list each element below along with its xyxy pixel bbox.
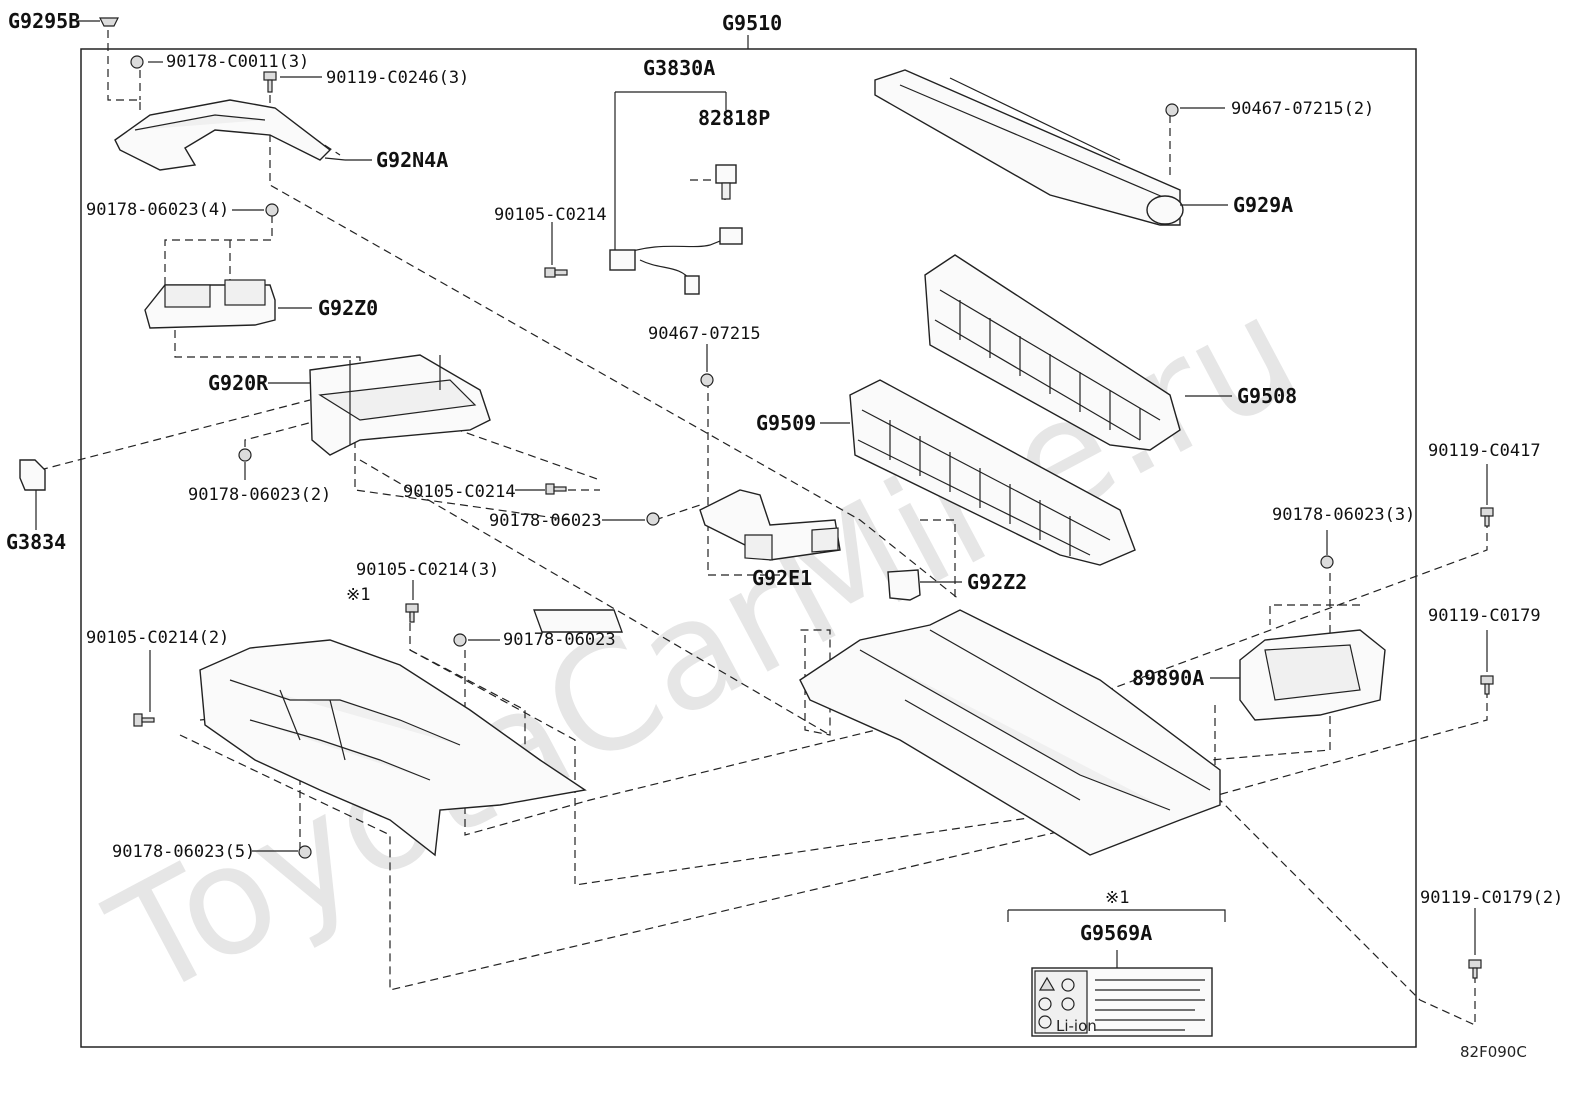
label-g920r: G920R bbox=[208, 371, 269, 395]
battery-module-g9508 bbox=[924, 254, 1181, 451]
caution-label-g9569a bbox=[1007, 909, 1226, 1037]
label-82818p: 82818P bbox=[698, 106, 770, 130]
nut-icon bbox=[453, 633, 467, 647]
label-90105-c0214-2: 90105-C0214(2) bbox=[86, 628, 229, 648]
junction-block-g92z0 bbox=[144, 279, 276, 329]
label-90178-06023-2: 90178-06023(2) bbox=[188, 485, 331, 505]
bracket-g920r bbox=[309, 354, 491, 456]
label-g929a: G929A bbox=[1233, 193, 1293, 217]
label-90178-06023-4: 90178-06023(4) bbox=[86, 200, 229, 220]
nut-icon bbox=[130, 55, 144, 69]
label-g9510: G9510 bbox=[722, 11, 782, 35]
label-90178-c0011-3: 90178-C0011(3) bbox=[166, 52, 309, 72]
label-90119-c0179: 90119-C0179 bbox=[1428, 606, 1541, 626]
leader-lines bbox=[148, 61, 1488, 955]
nut-icon bbox=[265, 203, 279, 217]
bolt-icon bbox=[1480, 675, 1494, 695]
nut-icon bbox=[646, 512, 660, 526]
bolt-icon bbox=[133, 713, 155, 727]
duct-g92e1 bbox=[699, 489, 841, 561]
callout-labels: G9295B G9510 90178-C0011(3) 90119-C0246(… bbox=[6, 9, 1563, 1061]
li-ion-badge: Li-ion bbox=[1056, 1017, 1097, 1035]
bolt-icon bbox=[405, 603, 419, 623]
label-90467-07215: 90467-07215 bbox=[648, 324, 761, 344]
label-g9295b: G9295B bbox=[8, 9, 80, 33]
battery-module-g9509 bbox=[849, 379, 1136, 566]
bolt-icon bbox=[1480, 507, 1494, 527]
label-90178-06023-3: 90178-06023(3) bbox=[1272, 505, 1415, 525]
connector-82818p bbox=[715, 164, 737, 200]
nut-icon bbox=[298, 845, 312, 859]
ecu-89890a bbox=[1239, 629, 1386, 721]
clip-g3834 bbox=[19, 459, 46, 530]
label-g9569a: G9569A bbox=[1080, 921, 1152, 945]
label-90178-06023-lower: 90178-06023 bbox=[503, 630, 616, 650]
duct-g92n4a bbox=[114, 99, 346, 171]
label-g3830a: G3830A bbox=[643, 56, 715, 80]
label-90178-06023-mid: 90178-06023 bbox=[489, 511, 602, 531]
wire-harness-g3830a bbox=[544, 91, 743, 295]
label-g92z2: G92Z2 bbox=[967, 570, 1027, 594]
diagram-code: 82F090C bbox=[1460, 1043, 1527, 1061]
nut-icon bbox=[1165, 103, 1179, 117]
label-g92n4a: G92N4A bbox=[376, 148, 448, 172]
label-g92z0: G92Z0 bbox=[318, 296, 378, 320]
label-g92e1: G92E1 bbox=[752, 566, 812, 590]
label-note1-b: ※1 bbox=[1105, 888, 1129, 908]
nut-icon bbox=[1320, 555, 1334, 569]
label-sheet-small bbox=[533, 609, 623, 633]
bolt-icon bbox=[263, 71, 277, 93]
label-g9509: G9509 bbox=[756, 411, 816, 435]
label-90105-c0214-3: 90105-C0214(3) bbox=[356, 560, 499, 580]
cover-g929a bbox=[874, 69, 1184, 226]
label-note1-a: ※1 bbox=[346, 585, 370, 605]
nut-icon bbox=[700, 373, 714, 387]
label-g9508: G9508 bbox=[1237, 384, 1297, 408]
bolt-icon bbox=[545, 483, 567, 495]
clip-g92z2 bbox=[887, 569, 921, 601]
label-90119-c0179-2: 90119-C0179(2) bbox=[1420, 888, 1563, 908]
label-90178-06023-5: 90178-06023(5) bbox=[112, 842, 255, 862]
label-90119-c0417: 90119-C0417 bbox=[1428, 441, 1541, 461]
nut-icon bbox=[238, 448, 252, 462]
clip-g9295b bbox=[78, 17, 119, 27]
label-89890a: 89890A bbox=[1132, 666, 1204, 690]
label-90467-07215-2: 90467-07215(2) bbox=[1231, 99, 1374, 119]
label-90105-c0214-top: 90105-C0214 bbox=[494, 205, 607, 225]
battery-tray bbox=[799, 609, 1221, 856]
lower-cover bbox=[199, 639, 587, 857]
label-90119-c0246-3: 90119-C0246(3) bbox=[326, 68, 469, 88]
bolt-icon bbox=[1468, 959, 1482, 979]
label-g3834: G3834 bbox=[6, 530, 66, 554]
label-90105-c0214-mid: 90105-C0214 bbox=[403, 482, 516, 502]
